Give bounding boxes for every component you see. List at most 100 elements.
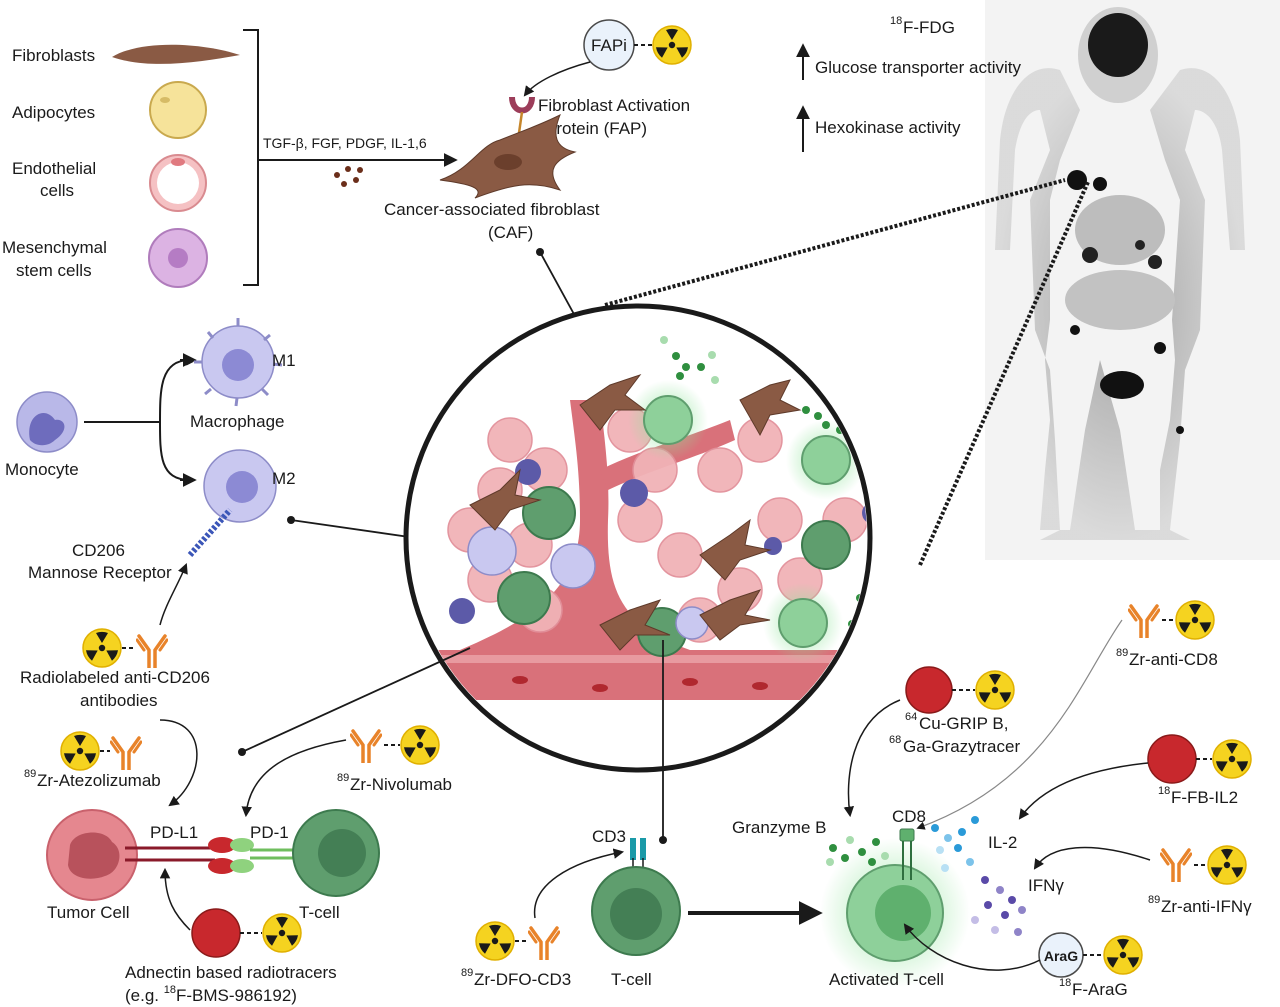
- antibody-icon: [528, 926, 560, 960]
- grip-label: Cu-GRIP B,: [919, 714, 1008, 733]
- fibroblast-icon: [112, 44, 240, 64]
- anti-cd206-label-1: Radiolabeled anti-CD206: [20, 668, 210, 687]
- dfo-cd3-label: Zr-DFO-CD3: [474, 970, 571, 989]
- fdg-panel: 18 F-FDG Glucose transporter activity He…: [796, 15, 1021, 152]
- fap-label-1: Fibroblast Activation: [538, 96, 690, 115]
- radioactive-icon: [1212, 739, 1252, 779]
- radioactive-icon: [652, 25, 692, 65]
- t-cell-label: T-cell: [299, 903, 340, 922]
- cd3-group: CD3 T-cell 89 Zr-DFO-CD3: [461, 640, 823, 989]
- caf-label-2: (CAF): [488, 223, 533, 242]
- monocyte-label: Monocyte: [5, 460, 79, 479]
- cd206-receptor-icon: [187, 508, 233, 557]
- cd3-label: CD3: [592, 827, 626, 846]
- granzyme-dots: [826, 836, 889, 866]
- activated-t-cell-icon: [846, 864, 944, 962]
- fap-label-2: Protein (FAP): [545, 119, 647, 138]
- arag-badge-label: AraG: [1044, 948, 1078, 964]
- macrophage-group: Monocyte M1 Macrophage M2 CD206 Mannose …: [5, 318, 466, 710]
- grazy-mass: 68: [889, 734, 901, 746]
- zoom-line-top: [604, 178, 1066, 307]
- anti-cd8-label: Zr-anti-CD8: [1129, 650, 1218, 669]
- anti-ifng-label: Zr-anti-IFNγ: [1161, 897, 1252, 916]
- adnectin-label-2: (e.g. 18F-BMS-986192): [125, 984, 297, 1005]
- radioactive-icon: [82, 628, 122, 668]
- t-cell-icon: [591, 866, 681, 956]
- arag-mass: 18: [1059, 977, 1071, 989]
- activated-t-cell-label: Activated T-cell: [829, 970, 944, 989]
- atezo-mass: 89: [24, 768, 36, 780]
- msc-label-1: Mesenchymal: [2, 238, 107, 257]
- ifng-mass: 89: [1148, 894, 1160, 906]
- pd1-label: PD-1: [250, 823, 289, 842]
- fb-il2-label: F-FB-IL2: [1171, 788, 1238, 807]
- granzyme-label: Granzyme B: [732, 818, 826, 837]
- radioactive-icon: [1103, 935, 1143, 975]
- tumor-microenvironment: [403, 303, 873, 773]
- fapi-label: FAPi: [591, 36, 627, 55]
- antibody-icon: [1160, 848, 1192, 882]
- adnectin-label-1: Adnectin based radiotracers: [125, 963, 337, 982]
- cd206-label-2: Mannose Receptor: [28, 563, 172, 582]
- fibroblasts-label: Fibroblasts: [12, 46, 95, 65]
- adnectin-tracer-icon: [191, 908, 241, 958]
- radioactive-icon: [975, 670, 1015, 710]
- caf-group: FAPi Fibroblast Activation Protein (FAP)…: [384, 19, 692, 381]
- cytokine-dots: [334, 166, 363, 187]
- grazytracer-label: Ga-Grazytracer: [903, 737, 1020, 756]
- antibody-icon: [350, 729, 382, 763]
- radioactive-icon: [60, 731, 100, 771]
- dfo-mass: 89: [461, 967, 473, 979]
- cell-type-bracket: [243, 29, 259, 286]
- fap-receptor-icon: [509, 96, 535, 114]
- radioactive-icon: [400, 725, 440, 765]
- radioactive-icon: [1207, 845, 1247, 885]
- precursor-cells: Fibroblasts Adipocytes Endothelial cells…: [2, 29, 458, 288]
- m1-macrophage-icon: [194, 318, 283, 407]
- m2-label: M2: [272, 469, 296, 488]
- endothelial-label-1: Endothelial: [12, 159, 96, 178]
- m2-macrophage-icon: [203, 449, 277, 523]
- t-cell-label-2: T-cell: [611, 970, 652, 989]
- ifng-label: IFNγ: [1028, 876, 1064, 895]
- cd8-label: CD8: [892, 807, 926, 826]
- pdl1-label: PD-L1: [150, 823, 198, 842]
- cd8-receptor-icon: [899, 828, 915, 880]
- tumor-cell-icon: [46, 809, 138, 901]
- checkpoint-group: 89 Zr-Atezolizumab 89 Zr-Nivolumab Tumor…: [24, 647, 471, 1005]
- cd8-mass: 89: [1116, 647, 1128, 659]
- grip-mass: 64: [905, 711, 917, 723]
- anti-cd206-label-2: antibodies: [80, 691, 158, 710]
- cytokines-label: TGF-β, FGF, PDGF, IL-1,6: [263, 135, 427, 151]
- nivo-mass: 89: [337, 772, 349, 784]
- il2-label: IL-2: [988, 833, 1017, 852]
- ifng-dots: [971, 876, 1026, 936]
- il2-dots: [931, 816, 979, 872]
- macrophage-label: Macrophage: [190, 412, 285, 431]
- t-cell-icon: [292, 809, 380, 897]
- arag-label: F-AraG: [1072, 980, 1128, 999]
- radioactive-icon: [475, 921, 515, 961]
- endothelial-label-2: cells: [40, 181, 74, 200]
- activated-tcell-group: Activated T-cell CD8 Granzyme B IL-2 IFN…: [732, 600, 1252, 999]
- radioactive-icon: [1175, 600, 1215, 640]
- grip-tracer-icon: [905, 666, 953, 714]
- nivolumab-label: Zr-Nivolumab: [350, 775, 452, 794]
- msc-label-2: stem cells: [16, 261, 92, 280]
- cd206-label-1: CD206: [72, 541, 125, 560]
- caf-label-1: Cancer-associated fibroblast: [384, 200, 600, 219]
- glucose-label: Glucose transporter activity: [815, 58, 1021, 77]
- adipocytes-label: Adipocytes: [12, 103, 95, 122]
- hexokinase-label: Hexokinase activity: [815, 118, 961, 137]
- atezolizumab-label: Zr-Atezolizumab: [37, 771, 161, 790]
- fdg-mass: 18: [890, 15, 902, 27]
- pet-scan-image: [985, 0, 1280, 560]
- tumor-cell-label: Tumor Cell: [47, 903, 130, 922]
- m1-label: M1: [272, 351, 296, 370]
- pdl1-pd1-complex: [125, 837, 305, 874]
- fdg-label: F-FDG: [903, 18, 955, 37]
- adipocyte-icon: [149, 81, 207, 139]
- radioactive-icon: [262, 913, 302, 953]
- il2-mass: 18: [1158, 785, 1170, 797]
- antibody-icon: [1128, 604, 1160, 638]
